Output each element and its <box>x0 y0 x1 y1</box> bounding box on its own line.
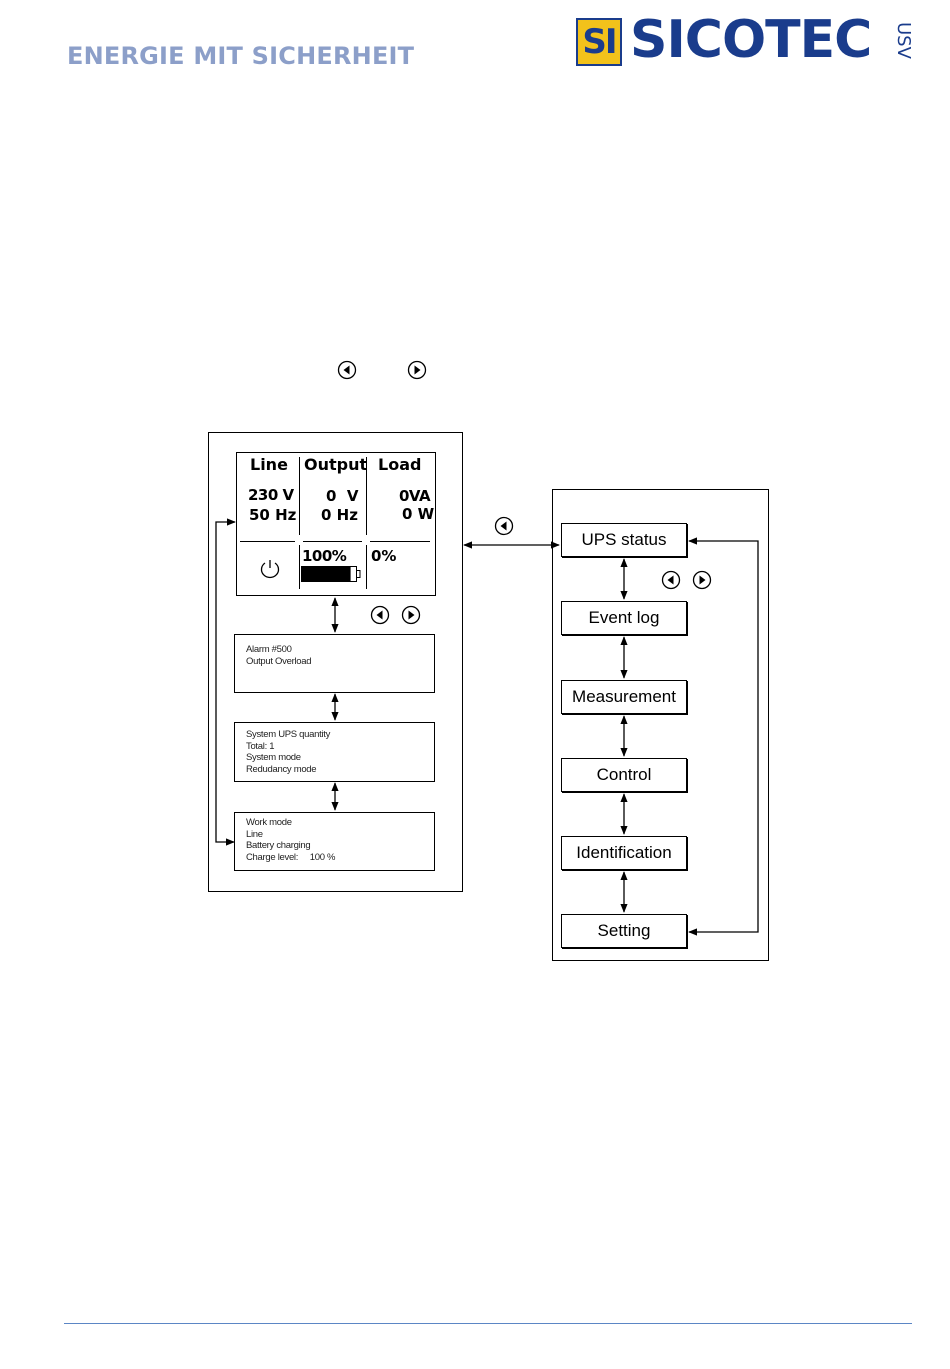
right-arrow-button-icon <box>407 360 427 380</box>
screen-line: Battery charging <box>246 840 434 852</box>
lcd-divider <box>366 545 367 589</box>
right-arrow-button-icon <box>401 605 421 625</box>
menu-item-setting[interactable]: Setting <box>561 914 687 948</box>
left-arrow-button-icon <box>337 360 357 380</box>
left-arrow-button-icon <box>661 570 681 590</box>
lcd-col-line: Line <box>250 455 288 474</box>
menu-item-measurement[interactable]: Measurement <box>561 680 687 714</box>
logo-suffix: USV <box>890 20 916 68</box>
right-arrow-button-icon <box>692 570 712 590</box>
screen-line: Output Overload <box>246 656 434 668</box>
line-frequency: 50 Hz <box>249 506 296 524</box>
menu-item-control[interactable]: Control <box>561 758 687 792</box>
menu-item-ups-status[interactable]: UPS status <box>561 523 687 557</box>
power-icon <box>258 558 282 580</box>
logo-mark-text: SI <box>578 20 620 64</box>
screen-line: Charge level: 100 % <box>246 852 434 864</box>
screen-line: System UPS quantity <box>246 729 434 741</box>
screen-line: Redudancy mode <box>246 764 434 776</box>
tagline: ENERGIE MIT SICHERHEIT <box>67 42 414 70</box>
lcd-divider <box>299 457 300 535</box>
battery-icon <box>301 566 361 584</box>
logo-mark: SI <box>576 18 622 66</box>
output-voltage: 0 V <box>326 487 359 505</box>
lcd-col-output: Output <box>304 455 367 474</box>
left-arrow-button-icon <box>494 516 514 536</box>
logo-wordmark: SICOTEC <box>630 10 871 70</box>
output-frequency: 0 Hz <box>321 506 358 524</box>
lcd-divider <box>370 541 430 542</box>
footer-rule <box>64 1323 912 1324</box>
work-mode-screen: Work mode Line Battery charging Charge l… <box>234 812 435 871</box>
system-screen: System UPS quantity Total: 1 System mode… <box>234 722 435 782</box>
screen-line: Work mode <box>246 817 434 829</box>
screen-line: Total: 1 <box>246 741 434 753</box>
logo-suffix-text: USV <box>893 22 914 59</box>
lcd-divider <box>299 545 300 589</box>
menu-item-event-log[interactable]: Event log <box>561 601 687 635</box>
alarm-screen: Alarm #500 Output Overload <box>234 634 435 693</box>
load-percent: 0% <box>371 547 396 565</box>
lcd-divider <box>303 541 362 542</box>
screen-line: Line <box>246 829 434 841</box>
menu-item-identification[interactable]: Identification <box>561 836 687 870</box>
load-watts: 0 W <box>402 505 434 523</box>
load-va: 0VA <box>399 487 430 505</box>
lcd-divider <box>240 541 295 542</box>
screen-line: Alarm #500 <box>246 644 434 656</box>
screen-line: System mode <box>246 752 434 764</box>
battery-percent: 100% <box>302 547 346 565</box>
left-arrow-button-icon <box>370 605 390 625</box>
line-voltage: 230 V <box>248 486 294 504</box>
menu-panel <box>552 489 769 961</box>
lcd-col-load: Load <box>378 455 421 474</box>
